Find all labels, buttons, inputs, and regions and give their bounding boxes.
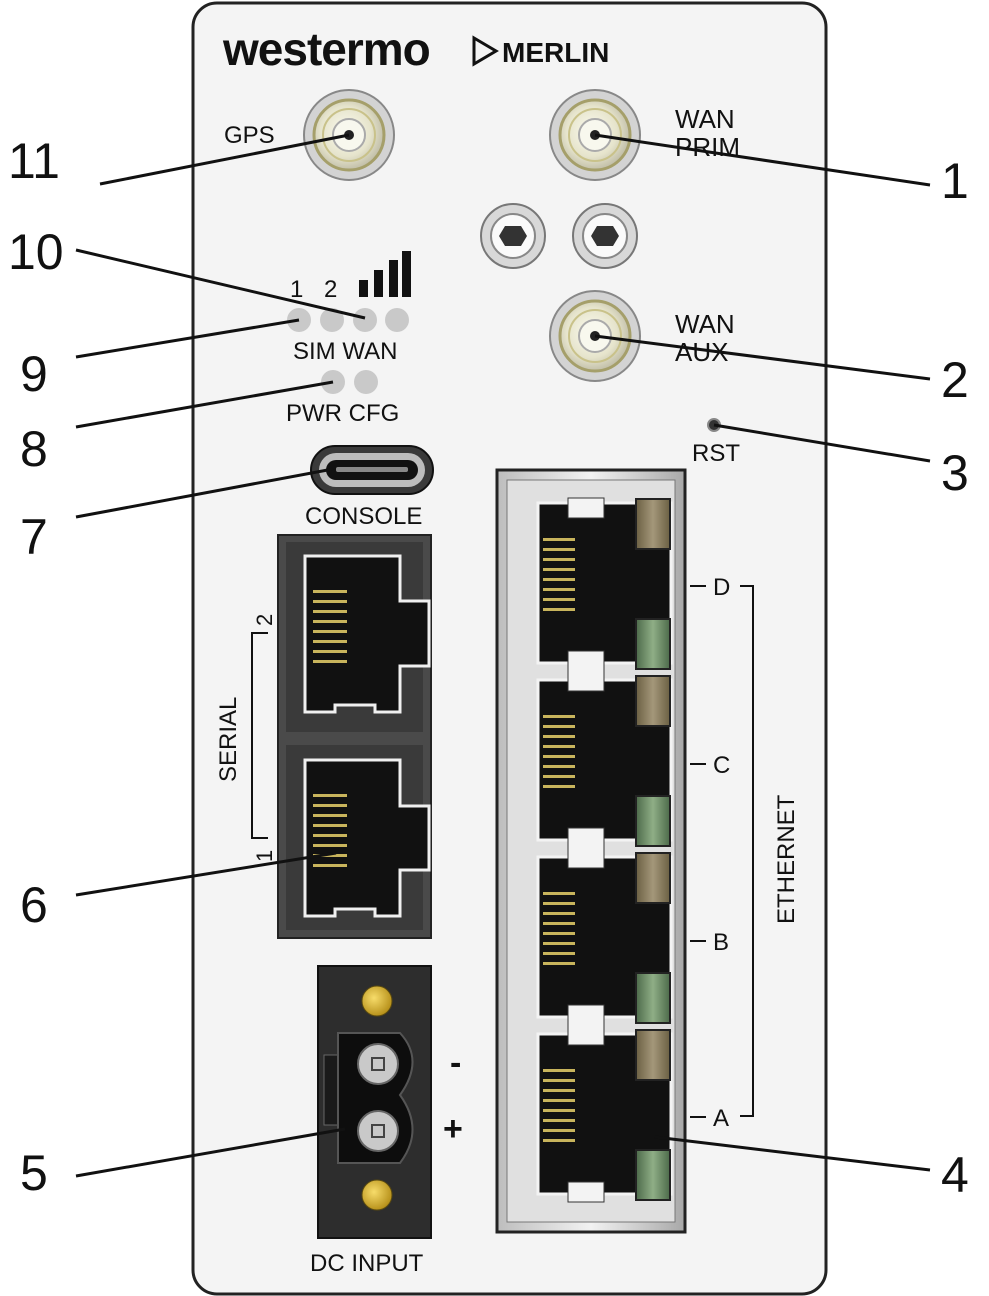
ethernet-port-c [536, 650, 673, 847]
ethernet-bracket [740, 585, 754, 1117]
brand-logo: westermo [222, 23, 430, 75]
callout-3: 3 [941, 445, 969, 501]
callout-6: 6 [20, 877, 48, 933]
mounting-screw-left [480, 203, 546, 269]
ethernet-port-d [536, 497, 673, 670]
sim2-led [320, 308, 344, 332]
gps-label: GPS [224, 122, 275, 149]
ethernet-port-a [536, 1004, 673, 1203]
eth-c-label: C [713, 752, 730, 779]
sim-1-label: 1 [290, 276, 303, 303]
pwr-cfg-label: PWR CFG [286, 400, 399, 427]
callout-5: 5 [20, 1145, 48, 1201]
plus-label: + [443, 1110, 463, 1148]
callout-11: 11 [8, 133, 60, 189]
wan-prim-label-line2: PRIM [675, 132, 740, 162]
serial-1-label: 1 [252, 850, 277, 862]
rst-label: RST [692, 440, 740, 467]
callout-7: 7 [20, 509, 48, 565]
cfg-led [354, 370, 378, 394]
eth-a-label: A [713, 1105, 729, 1132]
dc-input-label: DC INPUT [310, 1250, 424, 1277]
wan-led-2 [385, 308, 409, 332]
serial-bracket [251, 632, 268, 839]
serial-port-2 [303, 554, 431, 714]
eth-d-label: D [713, 574, 730, 601]
callout-8: 8 [20, 421, 48, 477]
callout-4: 4 [941, 1147, 969, 1203]
dc-input-terminal [317, 965, 432, 1239]
callout-lines [75, 133, 931, 1178]
signal-strength-icon [359, 251, 411, 297]
product-name: MERLIN [502, 37, 609, 68]
wan-prim-label-line1: WAN [675, 104, 735, 134]
console-usb-c-port [310, 445, 434, 495]
ethernet-port-b [536, 827, 673, 1024]
serial-2-label: 2 [252, 614, 277, 626]
serial-label: SERIAL [215, 697, 242, 782]
wan-led-1 [353, 308, 377, 332]
serial-port-1 [303, 758, 431, 918]
ethernet-label: ETHERNET [773, 794, 800, 924]
minus-label: - [450, 1044, 461, 1082]
sim-wan-label: SIM WAN [293, 338, 397, 365]
eth-b-label: B [713, 929, 729, 956]
mounting-screw-right [572, 203, 638, 269]
callout-1: 1 [941, 153, 969, 209]
wan-aux-label-line1: WAN [675, 309, 735, 339]
console-label: CONSOLE [305, 503, 422, 530]
callout-9: 9 [20, 346, 48, 402]
sim-2-label: 2 [324, 276, 337, 303]
callout-2: 2 [941, 352, 969, 408]
callout-10: 10 [8, 224, 64, 280]
play-icon [472, 35, 499, 67]
